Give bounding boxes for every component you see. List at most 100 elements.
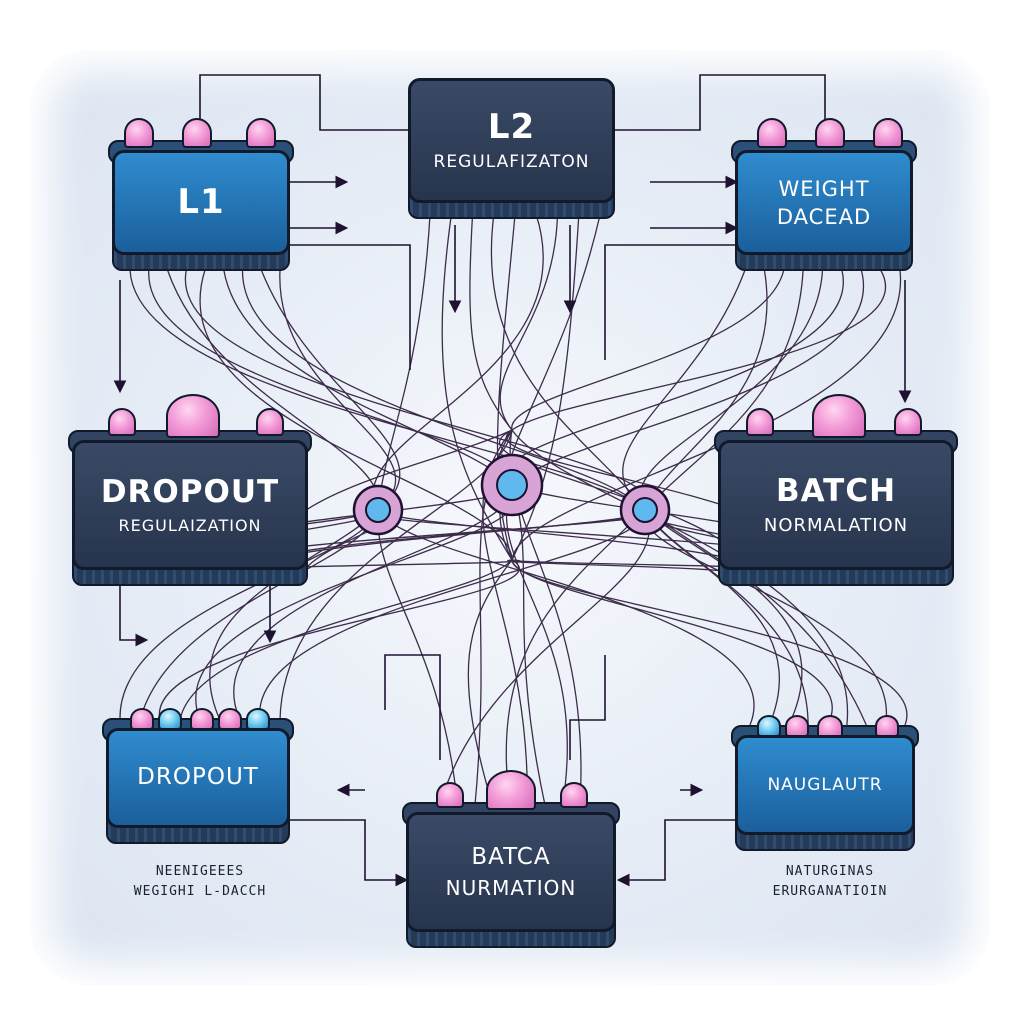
node-l1-title: L1 [177, 181, 225, 222]
wire [179, 559, 513, 721]
wire [377, 214, 431, 511]
node-dropout-title: DROPOUT [137, 764, 259, 791]
connector-wd-batch [604, 244, 735, 360]
knob-icon [130, 708, 154, 730]
knob-icon [873, 118, 903, 148]
wire [499, 214, 559, 431]
wire [223, 269, 513, 486]
node-face: NAUGLAUTR [735, 735, 915, 835]
knob-icon [757, 715, 781, 737]
wire [259, 509, 646, 721]
caption-right-line1: NATURGINAS [785, 864, 875, 879]
knob-icon [182, 118, 212, 148]
knob-icon [436, 782, 464, 808]
neuron-right-core [632, 497, 658, 523]
node-l2-title: L2 [487, 106, 536, 147]
connector-wd-top [615, 74, 826, 131]
node-nauglautr[interactable]: NAUGLAUTR [731, 715, 919, 851]
wire [511, 484, 546, 806]
node-batch-normalization[interactable]: BATCH NORMALATION [714, 394, 958, 586]
wire [441, 214, 513, 561]
wire [377, 509, 459, 806]
elbow-connectors [113, 74, 912, 887]
wire [511, 214, 580, 561]
node-face: DROPOUT [106, 728, 290, 828]
knob-icon [158, 708, 182, 730]
wire [505, 509, 646, 806]
node-face: WEIGHT DACEAD [735, 150, 913, 255]
wire [505, 484, 568, 806]
caption-right-line2: ERURGANATIOIN [772, 884, 888, 899]
connector-l1-top [199, 74, 410, 131]
knob-icon [815, 118, 845, 148]
knob-icon [746, 408, 774, 436]
knob-icon [166, 394, 220, 438]
node-batca-nurmation[interactable]: BATCA NURMATION [402, 770, 620, 948]
knob-icon [256, 408, 284, 436]
node-batca-title: BATCA [471, 844, 551, 870]
caption-left-line2: WEGIGHI L-DACCH [133, 884, 267, 899]
node-dropout-regularization[interactable]: DROPOUT REGULAIZATION [68, 394, 312, 586]
node-weight-decay-line2: DACEAD [776, 204, 872, 229]
wire [511, 269, 865, 486]
wire [209, 509, 379, 721]
knob-icon [757, 118, 787, 148]
connector-bottom-right [616, 819, 735, 887]
wire [439, 509, 650, 806]
node-batch-title: BATCH [775, 473, 897, 510]
neuron-left-core [365, 497, 391, 523]
wire [622, 269, 746, 511]
knob-icon [124, 118, 154, 148]
node-face: L1 [112, 150, 290, 255]
wire [119, 509, 379, 721]
wire [241, 269, 646, 511]
caption-left: NEENIGEEES WEGIGHI L-DACCH [80, 862, 320, 902]
knob-icon [560, 782, 588, 808]
connector-mid-right [569, 655, 606, 760]
wire [467, 559, 513, 806]
wire [490, 214, 646, 511]
knob-icon [785, 715, 809, 737]
node-dropout[interactable]: DROPOUT [102, 708, 294, 844]
wire [511, 559, 908, 726]
node-dropout-reg-subtitle: REGULAIZATION [118, 515, 262, 535]
node-l1[interactable]: L1 [108, 118, 294, 271]
knob-icon [875, 715, 899, 737]
neuron-cluster [352, 453, 671, 536]
wire [159, 559, 520, 721]
node-face: BATCH NORMALATION [718, 440, 954, 570]
node-face: DROPOUT REGULAIZATION [72, 440, 308, 570]
knob-icon [246, 118, 276, 148]
connector-mid-left [384, 654, 441, 760]
knob-icon [246, 708, 270, 730]
node-batch-subtitle: NORMALATION [763, 514, 909, 536]
caption-left-line1: NEENIGEEES [155, 864, 245, 879]
wire [496, 214, 516, 561]
wire [372, 214, 544, 511]
connector-drop-down [119, 585, 149, 647]
connector-l1-drop [290, 244, 411, 370]
node-l2[interactable]: L2 REGULAFIZATON [408, 78, 615, 219]
node-nauglautr-title: NAUGLAUTR [767, 775, 883, 795]
node-face: BATCA NURMATION [406, 812, 616, 932]
node-weight-decay-line1: WEIGHT [778, 176, 870, 201]
knob-icon [218, 708, 242, 730]
wire [279, 269, 397, 511]
wire [644, 509, 809, 726]
knob-icon [812, 394, 866, 438]
knob-icon [108, 408, 136, 436]
knob-icon [486, 770, 536, 810]
node-dropout-reg-title: DROPOUT [100, 474, 280, 511]
node-batca-subtitle: NURMATION [445, 876, 577, 900]
knob-icon [190, 708, 214, 730]
wire [279, 429, 513, 721]
neuron-center-core [496, 469, 528, 501]
caption-right: NATURGINAS ERURGANATIOIN [720, 862, 940, 902]
node-weight-decay[interactable]: WEIGHT DACEAD [731, 118, 917, 271]
connector-bottom-left [290, 819, 409, 887]
node-face: L2 REGULAFIZATON [408, 78, 615, 203]
wire [644, 269, 804, 511]
knob-icon [894, 408, 922, 436]
